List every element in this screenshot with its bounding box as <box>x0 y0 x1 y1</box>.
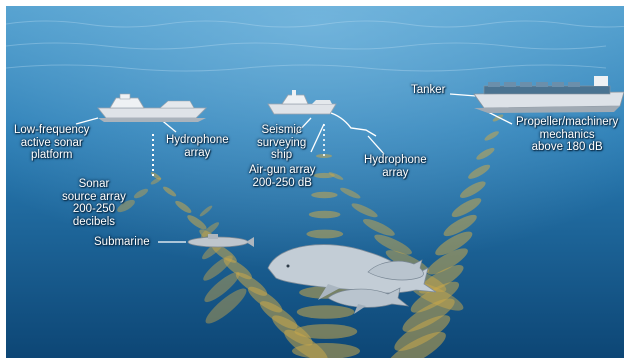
sonar-source-label: Sonar source array 200-250 decibels <box>62 178 126 228</box>
sound-wave-ellipse <box>309 211 341 219</box>
sound-wave-ellipse <box>306 230 343 239</box>
tanker-label: Tanker <box>411 84 446 97</box>
hydrophone-left-label: Hydrophone array <box>166 134 229 159</box>
ocean-noise-diagram: Tanker Propeller/machinery mechanics abo… <box>6 6 624 358</box>
propeller-label: Propeller/machinery mechanics above 180 … <box>516 116 618 154</box>
sound-wave-ellipse <box>311 192 337 198</box>
hydrophone-right-label: Hydrophone array <box>364 154 427 179</box>
seismic-ship-label: Seismic surveying ship <box>257 124 306 162</box>
sound-wave-ellipse <box>294 324 357 339</box>
airgun-array-label: Air-gun array 200-250 dB <box>249 164 315 189</box>
low-frequency-sonar-label: Low-frequency active sonar platform <box>14 124 89 162</box>
submarine-label: Submarine <box>94 236 150 249</box>
sound-wave-ellipse <box>297 305 355 319</box>
